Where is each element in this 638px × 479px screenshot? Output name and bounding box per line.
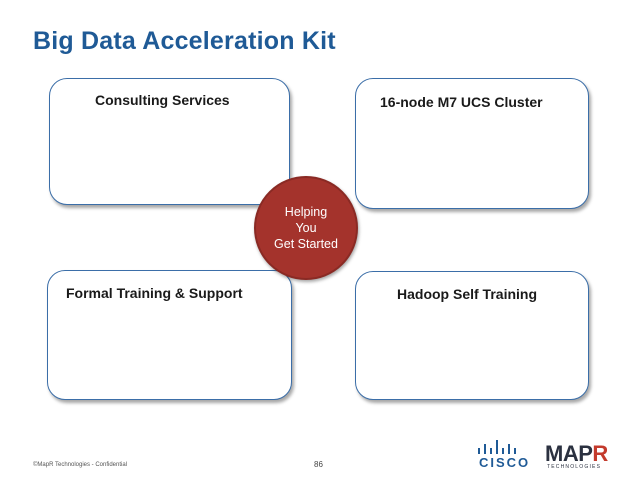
- slide-title: Big Data Acceleration Kit: [33, 27, 336, 55]
- self-training-label: Hadoop Self Training: [397, 286, 538, 302]
- center-line-3: Get Started: [274, 237, 338, 251]
- cisco-logo-text: CISCO: [479, 455, 531, 470]
- formal-training-label: Formal Training & Support: [66, 285, 243, 301]
- page-number: 86: [314, 460, 323, 469]
- footer-copyright: ©MapR Technologies - Confidential: [33, 462, 128, 468]
- center-circle: Helping You Get Started: [254, 176, 358, 280]
- mapr-logo-r: R: [592, 441, 608, 466]
- mapr-logo-sub: TECHNOLOGIES: [547, 464, 602, 470]
- mapr-logo-main: MAP: [545, 441, 593, 466]
- ucs-cluster-box: 16-node M7 UCS Cluster: [355, 78, 589, 209]
- self-training-box: Hadoop Self Training: [355, 271, 589, 400]
- mapr-logo: MAPR: [545, 443, 608, 465]
- consulting-services-label: Consulting Services: [95, 92, 230, 108]
- ucs-cluster-label: 16-node M7 UCS Cluster: [380, 94, 543, 110]
- formal-training-box: Formal Training & Support: [47, 270, 292, 400]
- center-line-2: You: [295, 221, 317, 235]
- center-line-1: Helping: [284, 205, 328, 219]
- cisco-bars-icon: [478, 440, 516, 454]
- consulting-services-box: Consulting Services: [49, 78, 290, 205]
